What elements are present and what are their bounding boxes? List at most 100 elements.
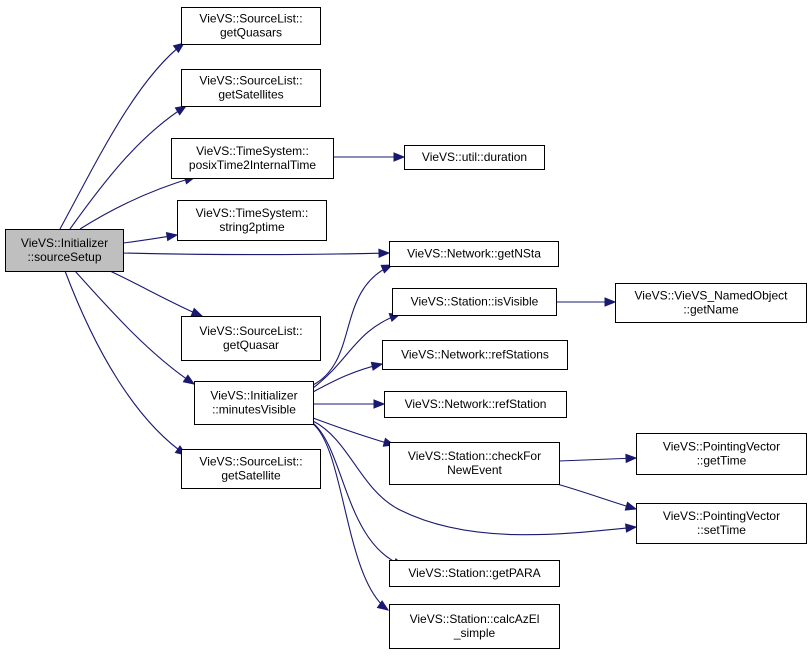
arrow-head-icon [393,152,406,162]
node-label: ::getTime [697,454,747,468]
node-box [171,138,334,179]
edge-minutesVisible-to-getNSta [312,264,394,386]
edge-minutesVisible-to-refStation [312,399,386,409]
nodes-layer: VieVS::Initializer::sourceSetupVieVS::So… [5,7,807,649]
node-label: ::sourceSetup [27,250,101,264]
node-pvGetTime[interactable]: VieVS::PointingVector::getTime [636,433,807,475]
node-getNSta[interactable]: VieVS::Network::getNSta [389,241,559,267]
arrow-head-icon [625,453,638,464]
node-box [389,560,560,587]
node-getQuasar[interactable]: VieVS::SourceList::getQuasar [181,316,321,361]
node-label: VieVS::VieVS_NamedObject [635,289,789,303]
node-label: VieVS::SourceList:: [199,324,302,338]
edges-layer [59,42,638,611]
node-getPARA[interactable]: VieVS::Station::getPARA [389,560,560,587]
node-box [5,229,124,272]
edge-line [312,423,389,611]
node-box [181,316,321,361]
edge-line [312,422,405,567]
edge-minutesVisible-to-calcAzEl [312,423,390,611]
node-label: ::setTime [697,523,746,537]
arrow-head-icon [378,248,391,258]
node-label: VieVS::Station::checkFor [408,449,541,463]
edge-line [64,270,187,456]
node-label: VieVS::PointingVector [663,440,780,454]
node-label: _simple [453,626,496,640]
node-refStations[interactable]: VieVS::Network::refStations [382,340,568,370]
edge-root-to-getQuasar [109,270,204,317]
node-duration[interactable]: VieVS::util::duration [404,145,545,170]
node-getName[interactable]: VieVS::VieVS_NamedObject::getName [615,283,807,323]
edge-root-to-getSatellite [64,270,188,456]
node-box [392,288,557,316]
edge-minutesVisible-to-refStations [312,361,384,393]
node-box [389,241,559,267]
node-refStation[interactable]: VieVS::Network::refStation [384,391,567,418]
edge-posixTime2InternalTime-to-duration [333,152,406,162]
node-minutesVisible[interactable]: VieVS::Initializer::minutesVisible [194,381,314,425]
edge-checkForNewEvent-to-pvGetTime [558,453,638,464]
node-label: VieVS::Station::isVisible [411,295,539,309]
node-label: VieVS::Initializer [21,236,108,250]
arrow-head-icon [174,105,188,116]
arrow-head-icon [376,600,390,611]
node-label: VieVS::Network::getNSta [407,247,541,261]
node-box [382,340,568,370]
node-label: VieVS::SourceList:: [199,12,302,26]
edge-root-to-getQuasars [59,42,186,230]
node-box [615,283,807,323]
arrow-head-icon [190,307,204,317]
arrow-head-icon [604,297,617,307]
node-box [636,503,807,544]
node-label: getSatellite [221,469,281,483]
edge-root-to-minutesVisible [74,270,196,385]
node-label: ::minutesVisible [212,403,296,417]
node-box [389,442,560,485]
node-label: getQuasars [220,26,282,40]
edge-line [59,42,185,230]
node-root[interactable]: VieVS::Initializer::sourceSetup [5,229,124,272]
node-getSatellites[interactable]: VieVS::SourceList::getSatellites [181,69,321,107]
arrow-head-icon [165,231,179,242]
node-box [181,449,321,489]
node-label: VieVS::PointingVector [663,509,780,523]
node-getSatellite[interactable]: VieVS::SourceList::getSatellite [181,449,321,489]
arrow-head-icon [182,374,196,385]
arrow-head-icon [370,361,384,371]
edge-root-to-string2ptime [122,231,179,244]
edge-line [312,313,401,389]
edge-line [79,176,196,230]
edge-isVisible-to-getName [556,297,617,307]
arrow-head-icon [172,42,186,54]
node-label: VieVS::SourceList:: [199,455,302,469]
node-calcAzEl[interactable]: VieVS::Station::calcAzEl_simple [389,604,560,649]
edge-line [558,457,637,462]
node-pvSetTime[interactable]: VieVS::PointingVector::setTime [636,503,807,544]
node-box [404,145,545,170]
node-label: NewEvent [447,463,502,477]
node-label: getSatellites [218,88,283,102]
edge-line [109,270,203,317]
arrow-head-icon [373,399,386,409]
edge-line [74,270,195,385]
edge-line [312,264,393,386]
node-string2ptime[interactable]: VieVS::TimeSystem::string2ptime [177,200,327,241]
node-getQuasars[interactable]: VieVS::SourceList::getQuasars [181,7,321,45]
arrow-head-icon [625,523,638,533]
node-label: VieVS::Station::getPARA [408,566,540,580]
edge-line [69,105,187,230]
edge-line [556,483,637,510]
node-label: VieVS::Network::refStation [405,397,547,411]
edge-root-to-getSatellites [69,105,188,230]
node-label: VieVS::SourceList:: [199,74,302,88]
node-label: ::getName [683,303,739,317]
node-box [384,391,567,418]
node-posixTime2InternalTime[interactable]: VieVS::TimeSystem::posixTime2InternalTim… [171,138,334,179]
node-box [177,200,327,241]
node-isVisible[interactable]: VieVS::Station::isVisible [392,288,557,316]
edge-minutesVisible-to-pvSetTime [312,420,638,536]
node-box [181,7,321,45]
node-box [389,604,560,649]
